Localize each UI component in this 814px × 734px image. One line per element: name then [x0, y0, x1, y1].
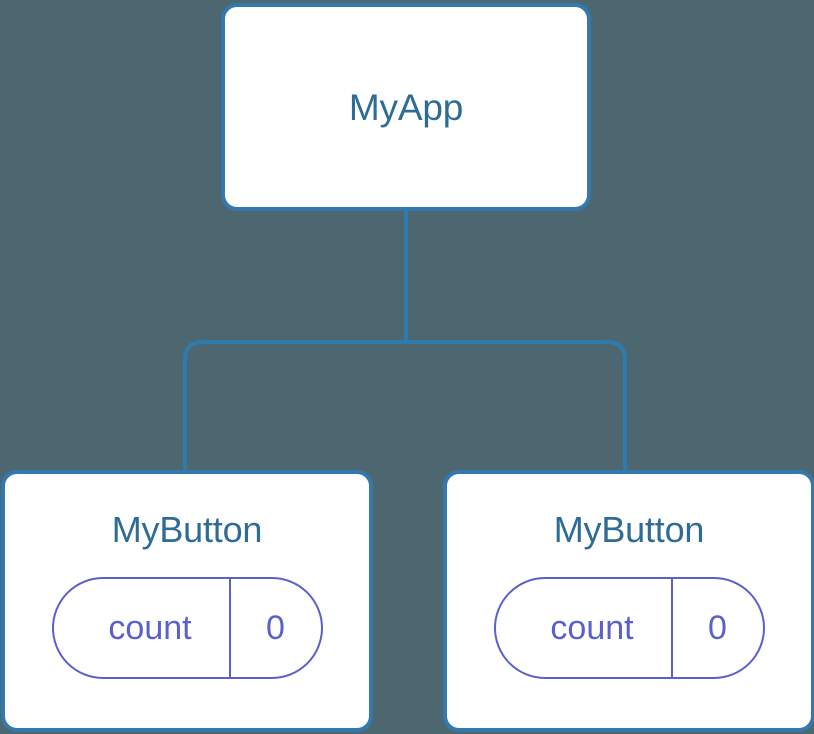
edge-root-to-child-right	[406, 340, 627, 474]
state-pill-left[interactable]: count 0	[51, 577, 323, 679]
node-myapp[interactable]: MyApp	[221, 3, 591, 211]
edge-root-to-child-left	[183, 340, 406, 474]
state-pill-right[interactable]: count 0	[493, 577, 765, 679]
node-mybutton-left[interactable]: MyButton count 0	[1, 470, 373, 732]
node-mybutton-right-title: MyButton	[553, 509, 705, 550]
state-pill-left-value: 0	[228, 579, 321, 677]
node-mybutton-left-title: MyButton	[111, 509, 263, 550]
state-pill-left-key: count	[108, 609, 192, 647]
node-mybutton-right[interactable]: MyButton count 0	[443, 470, 814, 732]
state-pill-right-value: 0	[670, 579, 763, 677]
state-pill-right-key: count	[550, 609, 634, 647]
node-myapp-title: MyApp	[348, 86, 464, 128]
